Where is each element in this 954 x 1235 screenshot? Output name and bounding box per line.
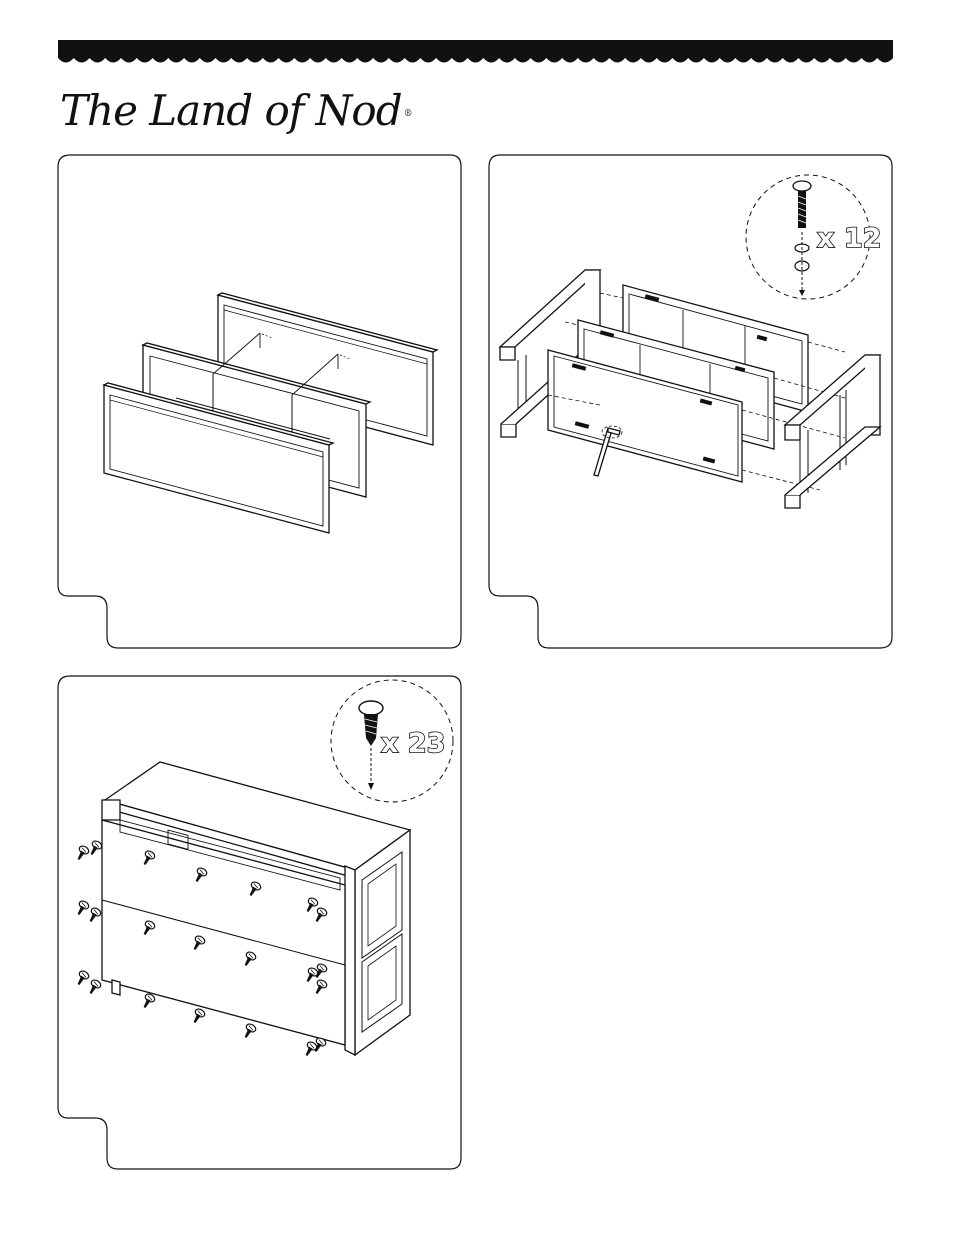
panel-2-count-label: x 12 xyxy=(817,223,881,254)
panel-2-illustration xyxy=(500,270,880,508)
panel-1-illustration xyxy=(104,293,437,533)
panel-3-count-label: x 23 xyxy=(381,728,445,759)
panel-3-illustration xyxy=(102,762,410,1055)
